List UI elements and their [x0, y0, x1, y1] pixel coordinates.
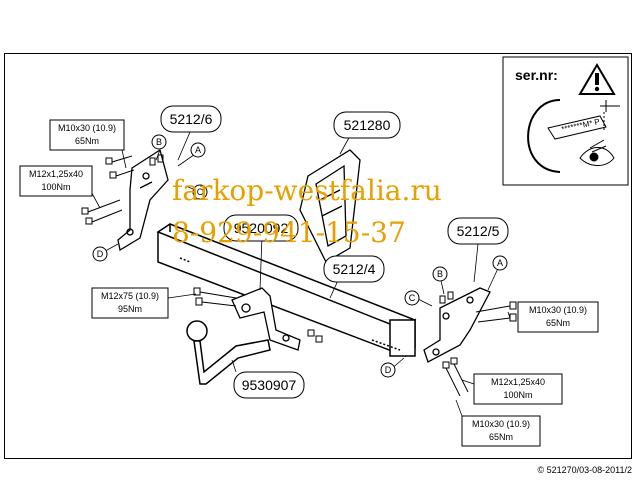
- torque-left-1-value: 65Nm: [75, 136, 99, 146]
- callout-9530907: 9530907: [233, 371, 305, 399]
- watermark-site: farkop-westfalia.ru: [172, 174, 442, 207]
- torque-right-3-value: 65Nm: [489, 432, 513, 442]
- part-callouts: 5212/6 521280 9520092 5212/4 5212/5 9530…: [160, 105, 509, 399]
- chassis-plate: [299, 149, 361, 263]
- bolt-left-side: [81, 199, 123, 225]
- bolt-center-nuts: [307, 329, 323, 343]
- marker-c-left-text: C: [197, 187, 204, 197]
- callout-521280: 521280: [333, 111, 401, 139]
- center-mounting-bracket: [231, 287, 301, 351]
- main-crossbeam: [156, 223, 417, 358]
- torque-box-left-3: M12x75 (10.9) 95Nm: [91, 287, 169, 319]
- right-side-bracket: [423, 287, 491, 363]
- torque-left-2-value: 100Nm: [41, 182, 70, 192]
- torque-right-1-size: M10x30 (10.9): [529, 305, 587, 315]
- letter-markers: B A C D B A C D: [92, 134, 508, 378]
- marker-a-left: A: [190, 142, 206, 158]
- torque-right-3-size: M10x30 (10.9): [472, 419, 530, 429]
- callout-521280-text: 521280: [344, 117, 391, 133]
- callout-9520092: 9520092: [223, 214, 299, 242]
- marker-d-left-text: D: [97, 249, 104, 259]
- torque-boxes: M10x30 (10.9) 65Nm M12x1,25x40 100Nm M12…: [19, 119, 599, 447]
- torque-right-2-size: M12x1,25x40: [491, 377, 545, 387]
- nuts-right-top: [439, 291, 454, 304]
- bolt-center: [193, 287, 237, 307]
- callout-5212-4-text: 5212/4: [333, 261, 376, 277]
- marker-b-left-text: B: [156, 137, 162, 147]
- torque-box-right-3: M10x30 (10.9) 65Nm: [461, 415, 541, 447]
- callout-5212-6-text: 5212/6: [170, 111, 213, 127]
- torque-box-right-1: M10x30 (10.9) 65Nm: [517, 301, 599, 333]
- callout-9530907-text: 9530907: [242, 377, 297, 393]
- torque-left-3-value: 95Nm: [118, 304, 142, 314]
- torque-box-left-2: M12x1,25x40 100Nm: [19, 165, 93, 197]
- marker-b-left: B: [151, 134, 167, 150]
- marker-b-right: B: [432, 266, 448, 282]
- callout-5212-4: 5212/4: [323, 255, 385, 283]
- marker-b-right-text: B: [437, 269, 443, 279]
- bolts: [81, 154, 517, 397]
- eye-icon: [579, 139, 615, 166]
- copyright-note: © 521270/03-08-2011/2: [537, 465, 632, 475]
- drawing-frame: [4, 53, 632, 459]
- torque-right-2-value: 100Nm: [503, 390, 532, 400]
- torque-box-left-1: M10x30 (10.9) 65Nm: [49, 119, 125, 151]
- serial-warning-box: ser.nr: *******M* P: [502, 56, 629, 186]
- serial-title: ser.nr:: [515, 67, 558, 83]
- callout-5212-6: 5212/6: [160, 105, 222, 133]
- callout-5212-5-text: 5212/5: [457, 223, 500, 239]
- marker-c-right-text: C: [409, 293, 416, 303]
- nuts-top-left: [149, 154, 164, 166]
- bolt-right-lower: [442, 357, 469, 397]
- marker-d-left: D: [92, 246, 108, 262]
- callout-5212-5: 5212/5: [447, 217, 509, 245]
- tow-ball: [186, 320, 271, 385]
- warning-icon: [578, 63, 616, 95]
- marker-a-left-text: A: [195, 145, 201, 155]
- callout-9520092-text: 9520092: [234, 220, 289, 236]
- torque-left-2-size: M12x1,25x40: [29, 169, 83, 179]
- marker-c-right: C: [404, 290, 420, 306]
- bolt-left-top: [105, 155, 135, 179]
- torque-left-1-size: M10x30 (10.9): [58, 123, 116, 133]
- marker-c-left: C: [192, 184, 208, 200]
- marker-d-right: D: [380, 362, 396, 378]
- torque-box-right-2: M12x1,25x40 100Nm: [473, 373, 563, 405]
- torque-left-3-size: M12x75 (10.9): [101, 291, 159, 301]
- marker-a-right: A: [492, 255, 508, 271]
- torque-right-1-value: 65Nm: [546, 318, 570, 328]
- watermark-phone: 8-929-941-15-37: [172, 216, 406, 249]
- left-side-bracket: [117, 148, 169, 252]
- marker-a-right-text: A: [497, 258, 503, 268]
- marker-d-right-text: D: [385, 365, 392, 375]
